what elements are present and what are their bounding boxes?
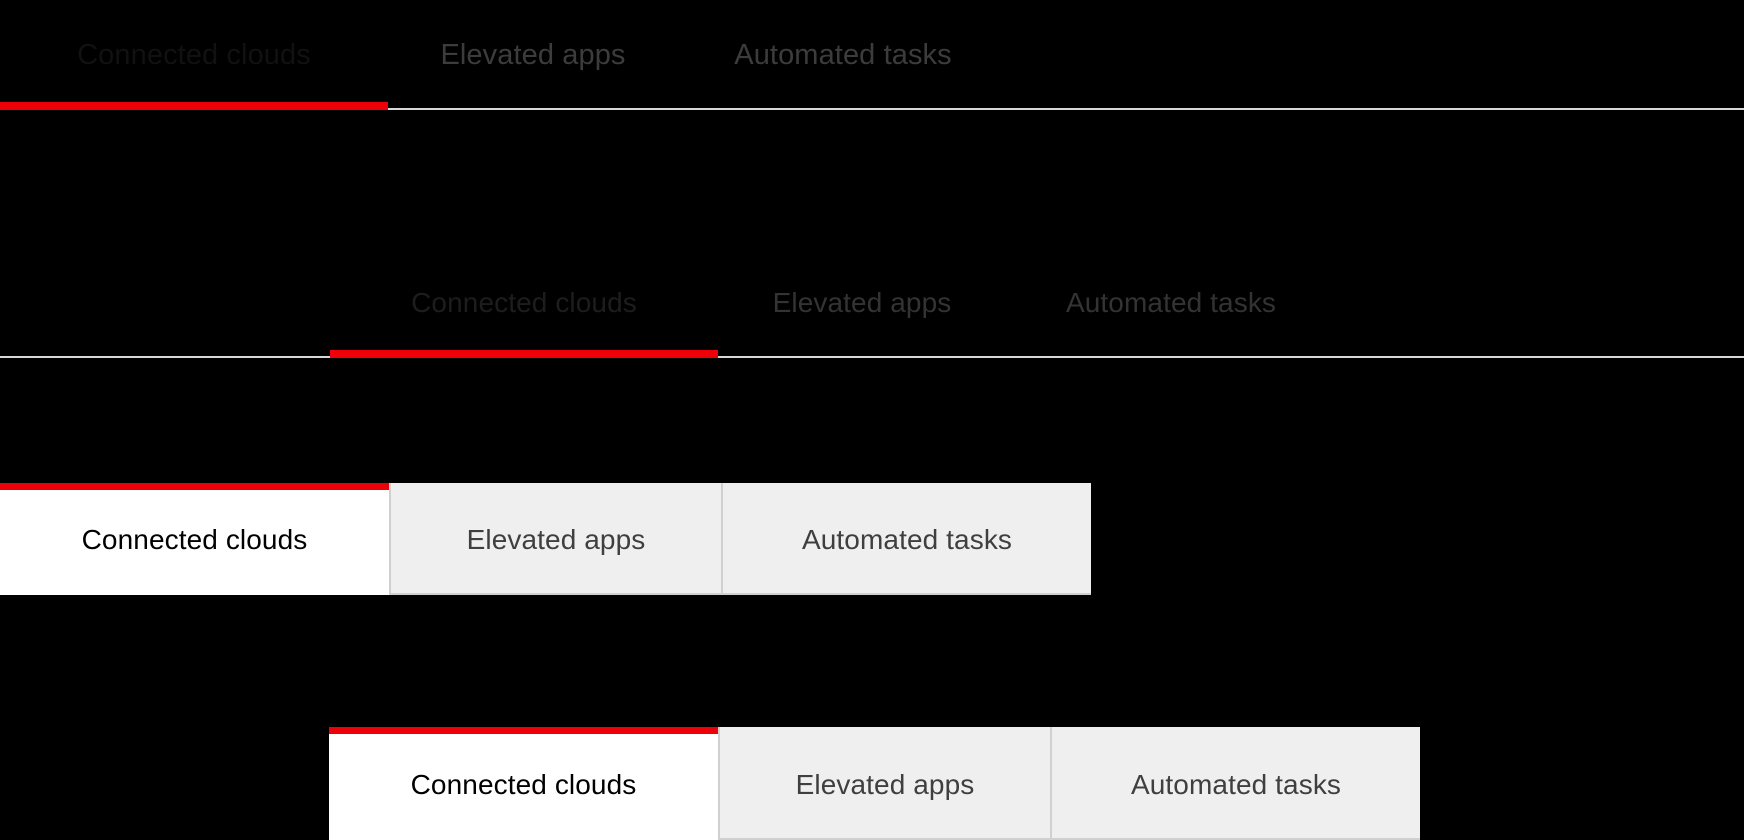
tab-connected-clouds[interactable]: Connected clouds [0,0,388,110]
tab-label: Connected clouds [81,524,308,555]
tab-active-indicator [678,102,1008,110]
tab-elevated-apps[interactable]: Elevated apps [389,483,721,595]
tab-label: Elevated apps [466,524,646,555]
tab-label: Automated tasks [1130,768,1342,800]
tab-automated-tasks[interactable]: Automated tasks [1050,727,1420,840]
tab-connected-clouds[interactable]: Connected clouds [330,248,718,358]
tab-active-indicator [723,483,1091,490]
tab-active-indicator [0,483,389,490]
tab-active-indicator [391,483,721,490]
tabset-baseline-rule [0,356,1744,358]
tab-label: Elevated apps [440,38,626,71]
tab-label: Connected clouds [410,768,637,800]
tab-automated-tasks[interactable]: Automated tasks [1006,248,1336,358]
tab-label: Elevated apps [772,287,952,318]
tab-label: Connected clouds [411,287,637,318]
tab-active-indicator [388,102,678,110]
tab-active-indicator [329,727,718,734]
tab-active-indicator [1006,350,1336,358]
tabset-underline-indented: Connected clouds Elevated apps Automated… [0,248,1744,358]
tab-active-indicator [330,350,718,358]
tab-label: Elevated apps [795,768,975,800]
tabset-underline-top: Connected clouds Elevated apps Automated… [0,0,1744,110]
tab-label: Automated tasks [1065,287,1277,318]
tabset-boxed-indented: Connected clouds Elevated apps Automated… [329,727,1420,840]
tab-connected-clouds[interactable]: Connected clouds [0,483,389,595]
tabset-boxed-left: Connected clouds Elevated apps Automated… [0,483,1091,595]
tab-automated-tasks[interactable]: Automated tasks [721,483,1091,595]
tab-label: Automated tasks [734,38,952,71]
tabset-baseline-rule [0,108,1744,110]
tab-active-indicator [1052,727,1420,734]
tab-elevated-apps[interactable]: Elevated apps [718,248,1006,358]
tab-elevated-apps[interactable]: Elevated apps [388,0,678,110]
tab-automated-tasks[interactable]: Automated tasks [678,0,1008,110]
tab-label: Connected clouds [77,38,311,71]
tab-active-indicator [718,350,1006,358]
tab-connected-clouds[interactable]: Connected clouds [329,727,718,840]
tab-active-indicator [720,727,1050,734]
tab-elevated-apps[interactable]: Elevated apps [718,727,1050,840]
tab-active-indicator [0,102,388,110]
tab-label: Automated tasks [801,524,1013,555]
